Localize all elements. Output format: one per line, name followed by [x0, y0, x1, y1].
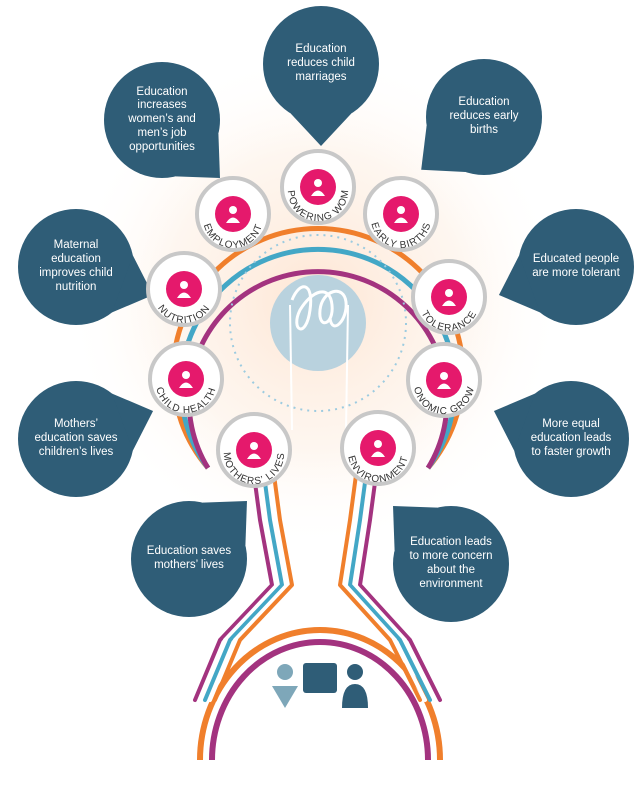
- node-environment: ENVIRONMENT: [340, 410, 416, 486]
- student-right-body: [342, 684, 368, 708]
- blackboard: [303, 663, 337, 693]
- trunk-stripes: [193, 458, 442, 702]
- houses-heart-icon: [442, 289, 456, 306]
- globe-icon: [371, 440, 385, 457]
- node-tolerance: TOLERANCE: [411, 259, 487, 335]
- node-employment: EMPLOYMENT: [195, 176, 271, 252]
- child-icon: [179, 371, 193, 388]
- student-left-body: [272, 686, 298, 708]
- bubble-shape-job-opportunities: [104, 62, 220, 178]
- bubble-shape-tolerant: [498, 209, 634, 325]
- education-logo-icon: [229, 234, 407, 431]
- money-growth-icon: [437, 372, 451, 389]
- women-icon: [311, 179, 325, 196]
- student-right-head: [347, 664, 363, 680]
- student-left-head: [277, 664, 293, 680]
- bubble-shape-early-births: [421, 59, 542, 175]
- bubble-shape-faster-growth: [493, 381, 629, 497]
- baby-carriage-icon: [394, 206, 408, 223]
- bubble-shape-child-nutrition: [18, 209, 154, 325]
- bubble-shape-environment: [393, 506, 509, 622]
- bubble-shape-mothers-lives: [131, 501, 247, 617]
- factory-icon: [226, 206, 240, 223]
- node-child-health: CHILD HEALTH: [148, 341, 224, 417]
- node-nutrition: NUTRITION: [146, 251, 222, 327]
- bubble-shape-child-marriages: [263, 6, 379, 146]
- pregnant-mother-icon: [247, 442, 261, 459]
- node-mothers-lives: MOTHERS’ LIVES: [216, 412, 292, 488]
- teacher-students-icon: [272, 663, 368, 708]
- bubble-shape-childrens-lives: [18, 381, 154, 497]
- node-early-births: EARLY BIRTHS: [363, 176, 439, 252]
- apple-icon: [177, 281, 191, 298]
